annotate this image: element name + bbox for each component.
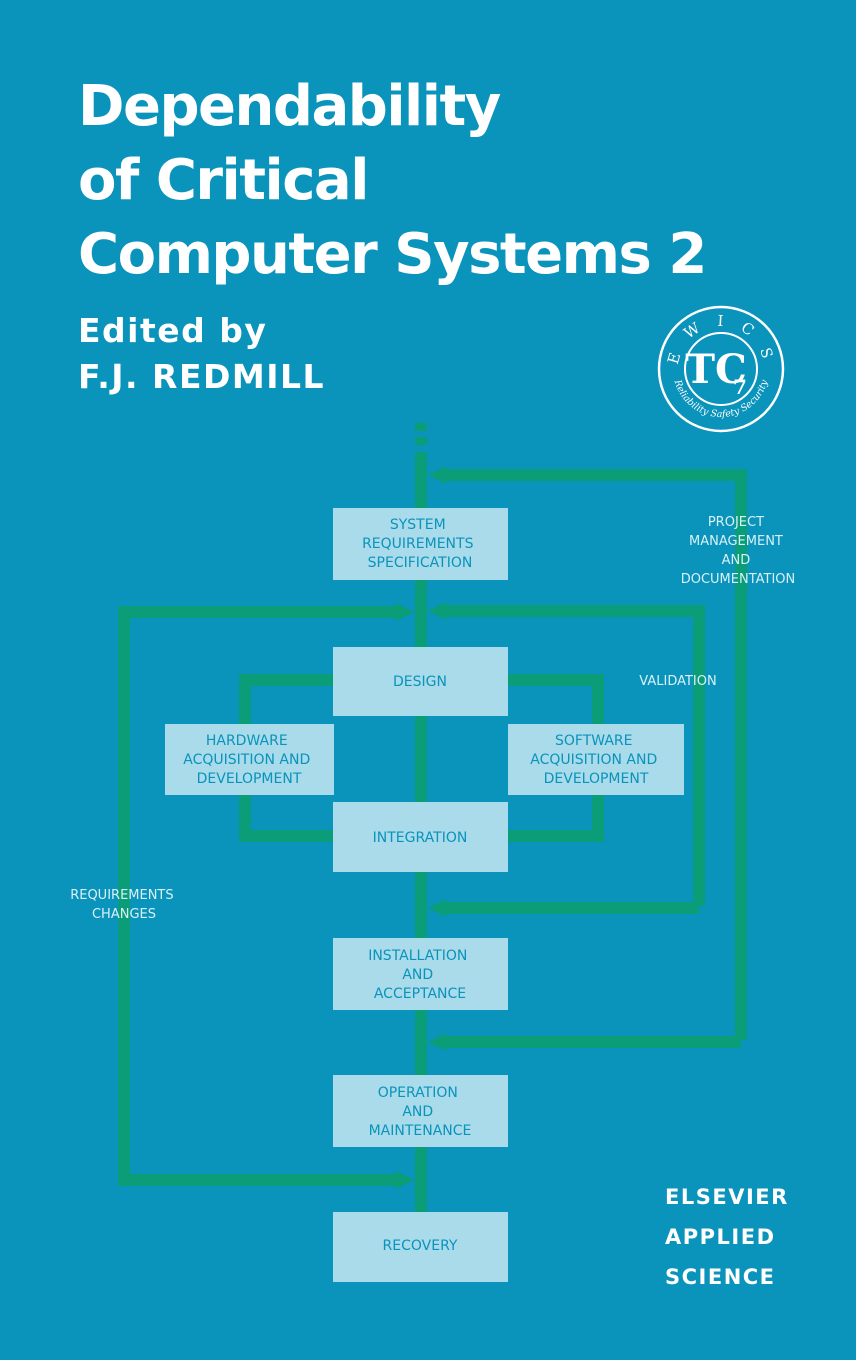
box-recovery-shape [333, 1212, 508, 1282]
arrow-into-installation [428, 899, 446, 917]
editor-name: F.J. REDMILL [78, 357, 326, 396]
arrow-into-system-requirements [428, 466, 446, 484]
box-recovery-label: RECOVERY [383, 1238, 458, 1254]
box-design-shape [333, 647, 508, 716]
box-hardware-shape [165, 724, 334, 795]
box-hardware-label: HARDWARE ACQUISITION AND DEVELOPMENT [183, 733, 314, 787]
box-hardware: HARDWARE ACQUISITION AND DEVELOPMENT [165, 724, 334, 795]
logo-monogram: TC [685, 346, 747, 393]
box-recovery: RECOVERY [333, 1212, 508, 1282]
box-software-shape [508, 724, 684, 795]
edited-by-text: Edited by [78, 311, 268, 350]
project-management-loop-line [440, 469, 747, 1040]
box-system-requirements-shape [333, 508, 508, 580]
ewics-tc7-logo: E W I C S Reliability Safety Security TC… [657, 305, 785, 433]
title-line-1: Dependability [78, 74, 501, 139]
flow-dash-2 [415, 437, 427, 445]
project-management-label: PROJECT MANAGEMENT AND DOCUMENTATION [681, 515, 796, 587]
publisher-line-1: ELSEVIER [665, 1185, 789, 1209]
publisher-line-2: APPLIED [665, 1225, 776, 1249]
box-installation-label: INSTALLATION AND ACCEPTANCE [368, 948, 472, 1002]
box-system-requirements: SYSTEM REQUIREMENTS SPECIFICATION [333, 508, 508, 580]
logo-number: 7 [733, 375, 747, 399]
box-design: DESIGN [333, 647, 508, 716]
arrow-into-design-from-requirements [396, 603, 414, 621]
box-operation: OPERATION AND MAINTENANCE [333, 1075, 508, 1147]
editor-credit: Edited by F.J. REDMILL [78, 308, 325, 400]
validation-label: VALIDATION [639, 674, 716, 689]
publisher-line-3: SCIENCE [665, 1265, 776, 1289]
arrow-into-design-from-validation [428, 602, 446, 620]
box-operation-label: OPERATION AND MAINTENANCE [369, 1085, 472, 1139]
requirements-changes-label: REQUIREMENTS CHANGES [70, 888, 178, 922]
title-line-3: Computer Systems 2 [78, 222, 707, 287]
book-title: Dependability of Critical Computer Syste… [78, 70, 838, 292]
title-line-2: of Critical [78, 148, 369, 213]
flow-dash-1 [415, 423, 427, 431]
validation-loop-line [440, 605, 705, 906]
arrow-into-recovery [396, 1171, 414, 1189]
box-integration-shape [333, 802, 508, 872]
box-software: SOFTWARE ACQUISITION AND DEVELOPMENT [508, 724, 684, 795]
logo-inner-ring [684, 332, 758, 406]
arrow-into-operation [428, 1033, 446, 1051]
box-design-label: DESIGN [393, 674, 447, 690]
box-installation-shape [333, 938, 508, 1010]
box-system-requirements-label: SYSTEM REQUIREMENTS SPECIFICATION [362, 517, 478, 571]
box-operation-shape [333, 1075, 508, 1147]
box-installation: INSTALLATION AND ACCEPTANCE [333, 938, 508, 1010]
box-integration-label: INTEGRATION [373, 830, 468, 846]
logo-outer-ring [657, 305, 785, 433]
requirements-changes-loop-line [118, 606, 402, 1186]
publisher-imprint: ELSEVIER APPLIED SCIENCE [665, 1177, 789, 1297]
box-integration: INTEGRATION [333, 802, 508, 872]
box-software-label: SOFTWARE ACQUISITION AND DEVELOPMENT [530, 733, 661, 787]
